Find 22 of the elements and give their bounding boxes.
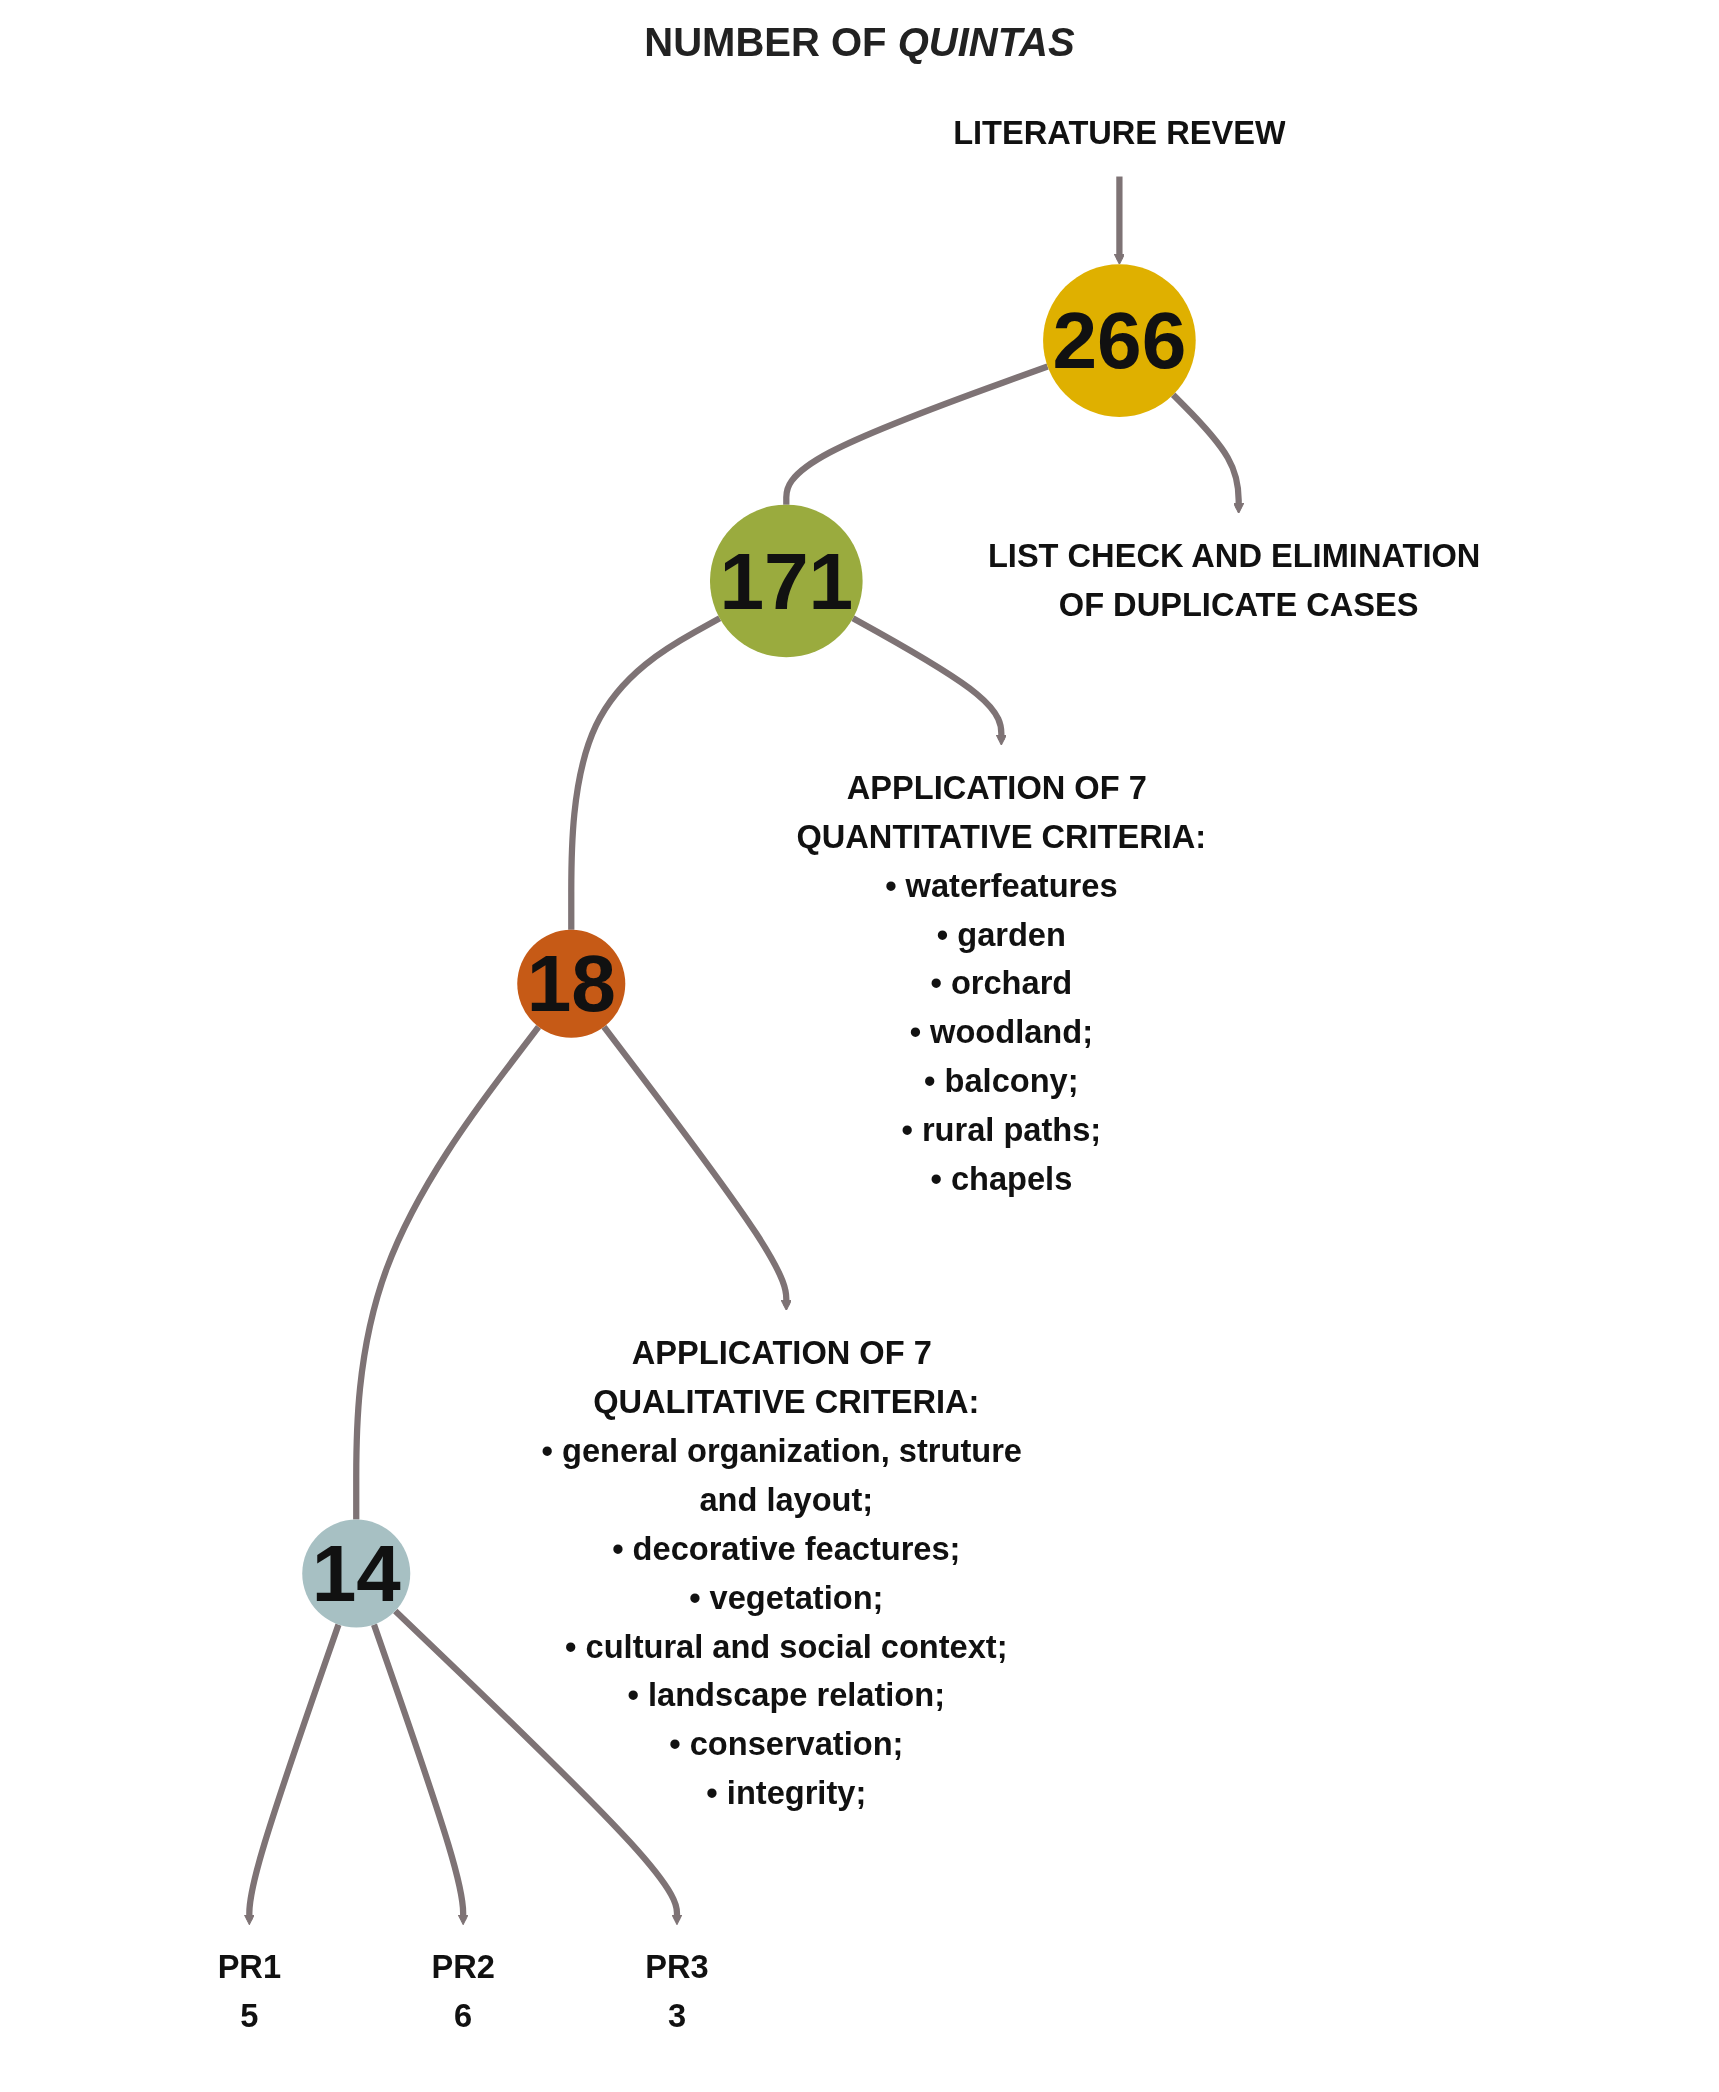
node-text: PR3 3 (644, 1948, 709, 2035)
node-text: APPLICATION OF 7 QUALITATIVE CRITERIA: • general organization, struture and layout; • decorative feactures; • vegetation; • cultural and social context; • landscape relation; • conservation; • integrity; (541, 1334, 1022, 1812)
connector (567, 615, 721, 930)
node-text: PR2 6 (431, 1948, 495, 2035)
node-circle: 14 (301, 1519, 410, 1628)
node-circle: 18 (517, 929, 625, 1038)
arrow (1113, 176, 1125, 265)
node-text: PR1 5 (217, 1948, 281, 2035)
diagram-title: NUMBER OF QUINTAS (643, 19, 1076, 66)
arrow (1170, 392, 1244, 514)
connector (782, 363, 1049, 505)
node-text: APPLICATION OF 7 QUANTITATIVE CRITERIA: • waterfeatures • garden • orchard • woodland; • balcony; • rural paths; • chapels (796, 768, 1206, 1198)
arrow (243, 1623, 342, 1926)
node-circle: 171 (709, 504, 863, 658)
arrow (851, 615, 1007, 746)
node-text: LITERATURE REVEW (952, 113, 1286, 152)
arrow (370, 1623, 469, 1926)
node-circle: 266 (1042, 264, 1196, 417)
node-text: LIST CHECK AND ELIMINATION OF DUPLICATE CASES (987, 537, 1481, 624)
arrow (601, 1024, 792, 1311)
arrow (392, 1608, 683, 1926)
connector (352, 1024, 541, 1520)
